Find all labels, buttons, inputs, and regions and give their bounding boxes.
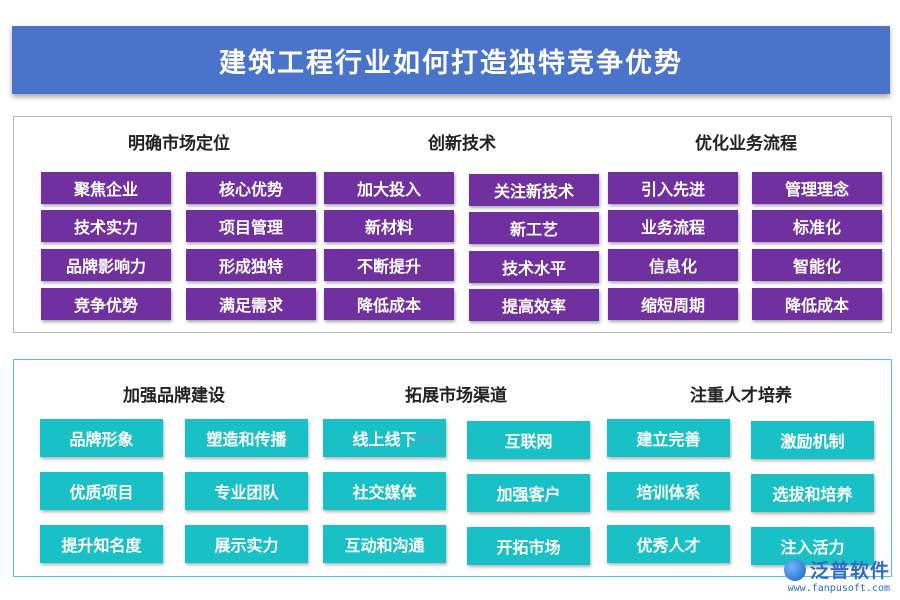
diagram-node: 技术水平 [469,251,599,283]
diagram-node: 智能化 [752,249,882,281]
diagram-node: 建立完善 [607,419,730,457]
diagram-node: 降低成本 [324,288,454,320]
brand-logo-icon [783,558,806,581]
diagram-node: 项目管理 [186,210,316,242]
diagram-node: 品牌影响力 [41,249,171,281]
diagram-node: 加强客户 [467,474,590,512]
diagram-node: 引入先进 [608,172,738,204]
diagram-node: 加大投入 [324,172,454,204]
diagram-node: 聚焦企业 [41,172,171,204]
diagram-node: 形成独特 [186,249,316,281]
diagram-node: 互联网 [467,421,590,459]
diagram-node: 满足需求 [186,288,316,320]
diagram-node: 社交媒体 [323,472,446,510]
diagram-node: 开拓市场 [467,527,590,565]
brand-name: 泛普软件 [809,560,890,582]
diagram-node: 新工艺 [469,212,599,244]
diagram-node: 塑造和传播 [185,419,308,457]
brand-url: www.fanpusoft.com [787,583,890,594]
mini-watermark: 泛普软件 [404,435,441,445]
diagram-node: 新材料 [324,210,454,242]
diagram-node: 标准化 [752,210,882,242]
diagram-node: 竞争优势 [41,288,171,320]
diagram-node: 信息化 [608,249,738,281]
diagram-node: 核心优势 [186,172,316,204]
title-bar: 建筑工程行业如何打造独特竞争优势 [12,26,890,94]
diagram-node: 不断提升 [324,249,454,281]
diagram-node: 缩短周期 [608,288,738,320]
section-heading-brand: 加强品牌建设 [123,386,225,406]
diagram-node: 技术实力 [41,210,171,242]
diagram-node: 提升知名度 [40,525,163,563]
diagram-node: 优质项目 [40,472,163,510]
section-heading-innovation: 创新技术 [428,134,496,154]
diagram-node: 互动和沟通 [323,525,446,563]
diagram-node: 激励机制 [751,421,874,459]
diagram-node: 管理理念 [752,172,882,204]
diagram-node: 培训体系 [607,472,730,510]
section-heading-channels: 拓展市场渠道 [405,386,507,406]
diagram-node: 业务流程 [608,210,738,242]
brand-watermark: 泛普软件 www.fanpusoft.com [783,556,890,594]
section-heading-talent: 注重人才培养 [690,386,792,406]
diagram-node: 品牌形象 [40,419,163,457]
section-heading-market-position: 明确市场定位 [128,134,230,154]
page-title: 建筑工程行业如何打造独特竞争优势 [219,47,683,79]
diagram-node: 降低成本 [752,288,882,320]
section-heading-process: 优化业务流程 [695,134,797,154]
diagram-node: 优秀人才 [607,525,730,563]
diagram-node: 选拔和培养 [751,474,874,512]
diagram-node: 线上线下 [323,419,446,457]
diagram-node: 展示实力 [185,525,308,563]
diagram-node: 提高效率 [469,289,599,321]
diagram-node: 专业团队 [185,472,308,510]
diagram-node: 关注新技术 [469,174,599,206]
diagram-node: 注入活力 [751,527,874,565]
